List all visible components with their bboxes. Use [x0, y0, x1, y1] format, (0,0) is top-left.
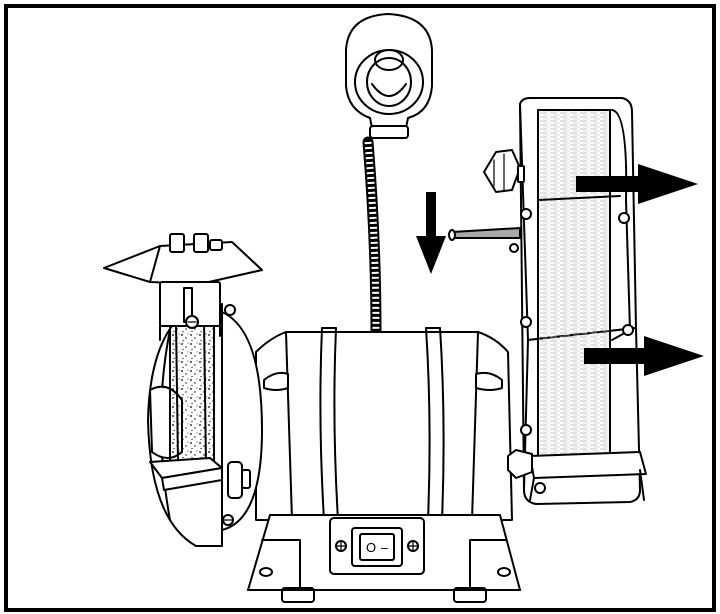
screw-icon	[222, 514, 234, 526]
screw-icon	[534, 482, 546, 494]
eye-shield-left	[103, 233, 263, 285]
tracking-rod[interactable]	[448, 226, 521, 253]
wheel-guard-bracket-left	[159, 281, 221, 341]
arrow-right-icon	[576, 164, 698, 204]
switch-on-symbol: –	[381, 540, 389, 555]
motor-housing	[255, 327, 513, 521]
arrow-right-icon	[584, 336, 704, 376]
screw-icon	[618, 212, 630, 224]
power-switch-panel: O –	[329, 517, 425, 575]
belt-sander-right	[519, 97, 641, 505]
screw-icon	[622, 324, 634, 336]
screw-icon	[335, 540, 347, 552]
arrow-down-icon	[416, 192, 446, 274]
power-switch[interactable]: O –	[359, 533, 395, 561]
tension-knob[interactable]	[483, 149, 525, 193]
frame-border	[4, 4, 716, 612]
tool-rest-left	[149, 304, 251, 526]
grinding-wheel-left	[147, 303, 263, 547]
screw-icon	[407, 540, 419, 552]
screw-icon	[520, 316, 532, 328]
switch-off-symbol: O	[366, 540, 376, 555]
work-lamp	[345, 13, 433, 338]
screw-icon	[520, 424, 532, 436]
screw-icon	[520, 208, 532, 220]
screw-icon	[185, 315, 199, 329]
tool-rest-right	[507, 449, 647, 501]
